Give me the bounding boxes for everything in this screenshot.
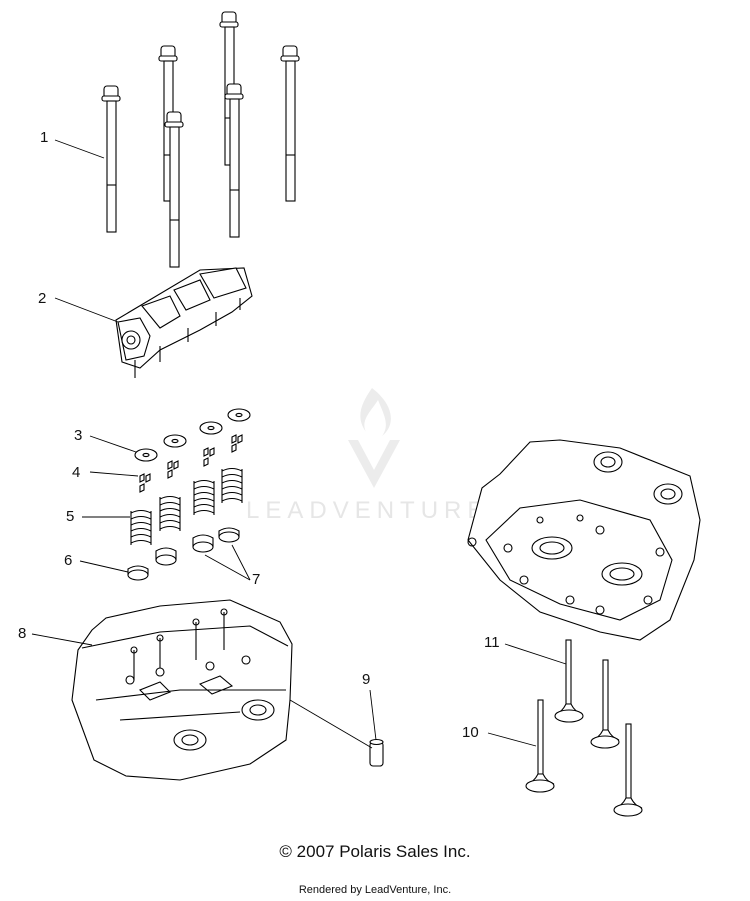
callout-4: 4 (72, 464, 81, 481)
callout-3: 3 (74, 427, 83, 444)
watermark-text: LEADVENTURE (246, 497, 490, 524)
rocker-arm-assembly (115, 267, 253, 378)
intake-exhaust-valves (525, 639, 643, 817)
callout-11: 11 (484, 634, 500, 651)
rendered-by-text: Rendered by LeadVenture, Inc. (298, 884, 452, 896)
callout-2: 2 (38, 290, 47, 307)
callout-8: 8 (18, 625, 27, 642)
cylinder-head-front (71, 599, 293, 781)
valve-spring-retainers (134, 408, 251, 462)
callout-5: 5 (66, 508, 75, 525)
callout-7: 7 (252, 571, 261, 588)
callout-9: 9 (362, 671, 371, 688)
callout-6: 6 (64, 552, 73, 569)
callout-1: 1 (40, 129, 49, 146)
callout-10: 10 (462, 724, 479, 741)
valve-springs (130, 467, 243, 545)
copyright-text: © 2007 Polaris Sales Inc. (279, 842, 471, 861)
head-bolts (101, 11, 300, 268)
cylinder-head-bottom-view (467, 439, 701, 641)
valve-keepers (139, 434, 243, 493)
leader-lines (31, 139, 567, 749)
valve-stem-seals (127, 527, 240, 581)
dowel-pin (369, 738, 384, 767)
